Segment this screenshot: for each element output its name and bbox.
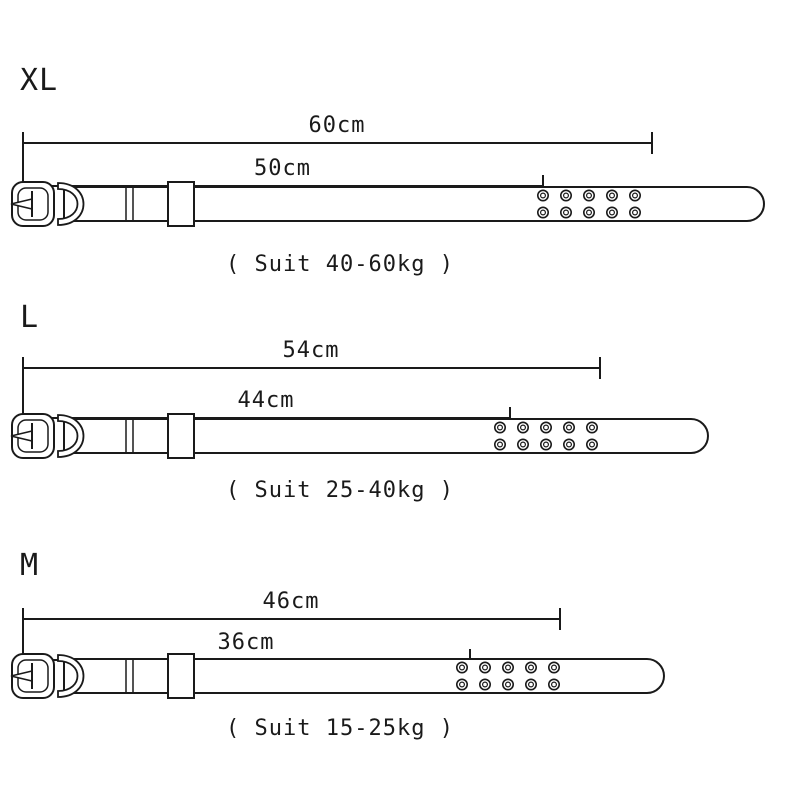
dimension-tick xyxy=(599,357,601,379)
caption-xl: ( Suit 40-60kg ) xyxy=(226,252,454,277)
caption-m: ( Suit 15-25kg ) xyxy=(226,716,454,741)
dimension-label-inner-l: 44cm xyxy=(237,388,295,413)
dimension-label-outer-xl: 60cm xyxy=(308,113,366,138)
dimension-tick xyxy=(22,608,24,659)
caption-l: ( Suit 25-40kg ) xyxy=(226,478,454,503)
size-label-xl: XL xyxy=(20,63,59,98)
dimension-tick xyxy=(559,608,561,630)
collar-illustration-xl xyxy=(10,181,765,227)
dimension-label-inner-xl: 50cm xyxy=(254,156,311,181)
size-label-m: M xyxy=(20,548,40,583)
dimension-label-inner-m: 36cm xyxy=(217,630,275,655)
dimension-line-outer-m: 46cm xyxy=(22,591,561,630)
dimension-label-outer-l: 54cm xyxy=(282,338,340,363)
collar-illustration-m xyxy=(10,653,665,699)
dimension-tick xyxy=(22,357,24,419)
size-label-l: L xyxy=(20,300,40,335)
dimension-line-outer-xl: 60cm xyxy=(22,115,653,154)
dimension-line-outer-l: 54cm xyxy=(22,340,601,379)
dimension-tick xyxy=(651,132,653,154)
collar-illustration-l xyxy=(10,413,709,459)
dimension-label-outer-m: 46cm xyxy=(262,589,320,614)
dimension-tick xyxy=(22,132,24,188)
